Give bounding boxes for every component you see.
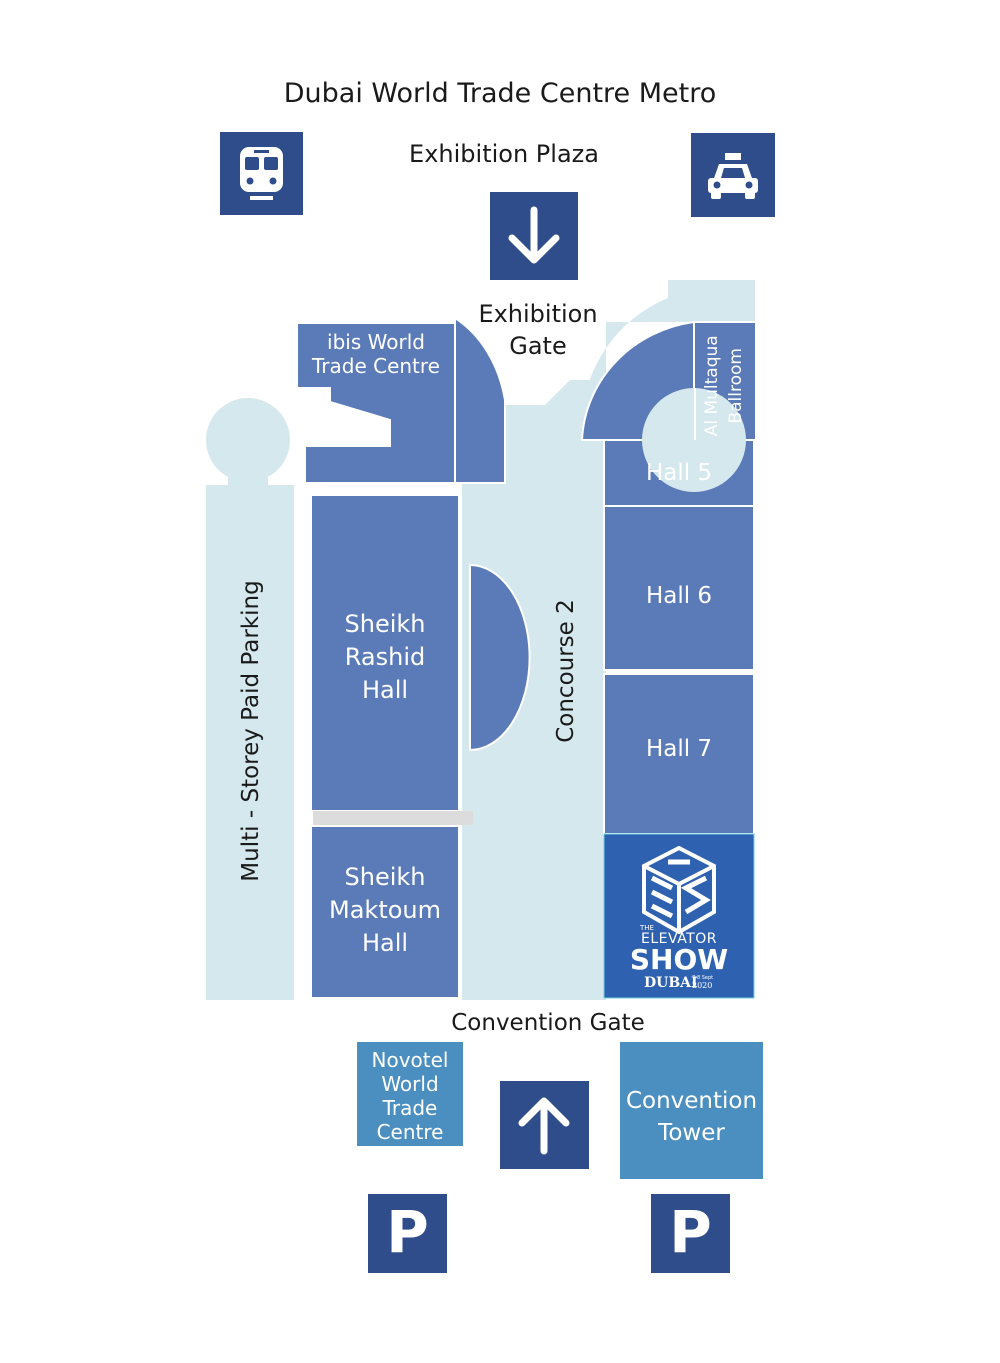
exhibition-gate-label: Exhibition Gate <box>478 300 598 361</box>
sheikh-rashid-hall-shape <box>310 494 460 812</box>
metro-train-icon <box>220 132 303 215</box>
dome-shape <box>469 563 531 752</box>
taxi-icon <box>691 133 775 217</box>
sheikh-maktoum-hall-label: Sheikh Maktoum Hall <box>329 863 441 958</box>
connector-bridge <box>313 811 473 825</box>
exhibition-plaza-label: Exhibition Plaza <box>409 140 599 168</box>
novotel-shape <box>357 1042 463 1146</box>
concourse-2-area <box>462 380 606 1000</box>
logo-cube-icon <box>642 846 716 934</box>
concourse-2-label: Concourse 2 <box>553 599 579 743</box>
parking-structure-label: Multi - Storey Paid Parking <box>238 580 264 882</box>
sheikh-maktoum-hall-shape <box>310 825 460 999</box>
hall-6-label: Hall 6 <box>645 583 713 609</box>
parking-ramp-circle <box>206 398 290 482</box>
arrow-up-icon <box>500 1081 589 1169</box>
convention-tower-label: Convention Tower <box>625 1088 758 1147</box>
arrow-down-icon <box>490 192 578 280</box>
parking-icon: P <box>651 1194 730 1273</box>
hall-5-label: Hall 5 <box>645 460 713 486</box>
ibis-annex-shape <box>454 316 506 484</box>
parking-structure-area <box>206 485 294 1000</box>
ibis-label: ibis World Trade Centre <box>312 330 440 378</box>
elevator-show-logo: THE ELEVATOR SHOW DUBAI 7-8 Sept 2020 <box>604 834 754 998</box>
page-title: Dubai World Trade Centre Metro <box>283 78 717 109</box>
al-multaqua-ballroom-label: Al Multaqua Ballroom <box>702 335 746 437</box>
hall-6-shape <box>603 505 755 671</box>
sheikh-rashid-hall-label: Sheikh Rashid Hall <box>344 610 426 705</box>
convention-gate-label: Convention Gate <box>451 1010 645 1036</box>
hall-7-label: Hall 7 <box>645 736 713 762</box>
novotel-label: Novotel World Trade Centre <box>371 1048 449 1144</box>
convention-tower-shape <box>620 1042 763 1179</box>
parking-icon: P <box>368 1194 447 1273</box>
